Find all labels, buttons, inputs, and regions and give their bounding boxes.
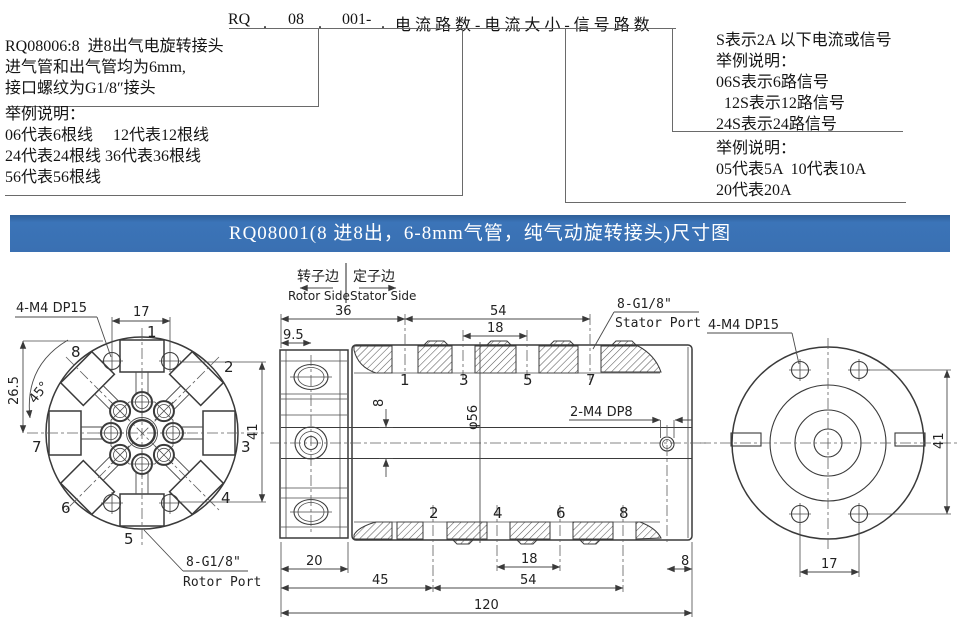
current-examples-block: 举例说明： 05代表5A 10代表10A 20代表20A (716, 138, 866, 201)
title-banner: RQ08001(8 进8出，6-8mm气管，纯气动旋转接头)尺寸图 (10, 215, 950, 252)
formula-dot-2: . (318, 15, 322, 32)
rotor-port-number: 1 (147, 323, 157, 341)
formula-fields: 电流路数-电流大小-信号路数 (395, 17, 654, 34)
note-line: 24代表24根线 36代表36根线 (5, 148, 202, 165)
side-port-number: 3 (459, 371, 469, 389)
side-port-number: 7 (586, 371, 596, 389)
note-line: 24S表示24路信号 (716, 116, 837, 133)
dim-45: 45 (372, 573, 389, 588)
stator-bolt-holes (789, 359, 870, 525)
formula-series-code: 001- (342, 11, 372, 28)
dim-8-right: 8 (681, 554, 689, 569)
inlet-note-block: RQ08006:8 进8出气电旋转接头 进气管和出气管均为6mm, 接口螺纹为G… (5, 36, 224, 99)
formula-dot-1: . (263, 15, 267, 32)
leader-current-h (565, 202, 906, 203)
rotor-port-number: 3 (241, 438, 251, 456)
formula-size-code: 08 (288, 11, 304, 28)
note-line: 56代表56根线 (5, 169, 102, 186)
rotor-bolt-holes (101, 350, 181, 514)
dim-45deg: 45° (26, 379, 52, 406)
dim-41-right: 41 (932, 432, 947, 449)
note-line: 12S表示12路信号 (716, 95, 845, 112)
note-line: 接口螺纹为G1/8″接头 (5, 80, 156, 97)
side-view: 1 3 5 7 2 4 6 8 φ56 8 (270, 263, 706, 617)
note-line: S表示2A 以下电流或信号 (716, 32, 892, 49)
dim-phi56: φ56 (466, 405, 481, 430)
rotor-port-number: 8 (71, 343, 81, 361)
dim-17-left: 17 (133, 305, 150, 320)
rotor-side-en: Rotor Side (288, 289, 350, 303)
stator-port-label: Stator Port (615, 316, 701, 331)
rotor-port-number: 7 (32, 438, 42, 456)
dim-bore-8: 8 (372, 399, 387, 407)
thread-note-left: 4-M4 DP15 (16, 301, 87, 316)
rotor-port-label: Rotor Port (183, 575, 261, 590)
air-passage-holes (98, 389, 186, 477)
wire-examples-block: 举例说明： 06代表6根线 12代表12根线 24代表24根线 36代表36根线… (5, 104, 209, 188)
formula-underline (229, 28, 676, 29)
signal-examples-block: S表示2A 以下电流或信号 举例说明： 06S表示6路信号 12S表示12路信号… (716, 30, 892, 135)
rotor-port-number: 2 (224, 358, 234, 376)
leader-size-h (8, 106, 319, 107)
dim-18-bottom: 18 (521, 552, 538, 567)
side-port-number: 8 (619, 504, 629, 522)
leader-current (565, 28, 566, 202)
leader-series (462, 28, 463, 195)
formula-prefix: RQ (228, 11, 251, 28)
dim-41-left: 41 (246, 423, 261, 440)
stator-face-view: 4-M4 DP15 41 17 (700, 318, 958, 577)
side-port-number: 6 (556, 504, 566, 522)
stator-port-thread: 8-G1/8" (617, 297, 672, 312)
side-port-number: 2 (429, 504, 439, 522)
rotor-side-cn: 转子边 (297, 269, 339, 285)
thread-note-right: 4-M4 DP15 (708, 318, 779, 333)
stator-side-cn: 定子边 (353, 269, 395, 285)
side-port-number: 1 (400, 371, 410, 389)
formula-dot-3: . (381, 15, 385, 32)
note-line: 举例说明： (5, 106, 86, 123)
dimension-drawing: 17 4-M4 DP15 26.5 45° 41 1 2 3 4 5 (7, 263, 958, 617)
leader-signal-h (672, 131, 903, 132)
dim-54-bottom: 54 (520, 573, 537, 588)
leader-series-h (5, 195, 463, 196)
side-port-number: 5 (523, 371, 533, 389)
note-line: 举例说明： (716, 140, 797, 157)
dim-120: 120 (474, 598, 499, 613)
dim-54-top: 54 (490, 304, 507, 319)
rotor-port-number: 5 (124, 530, 134, 548)
stator-side-en: Stator Side (350, 289, 416, 303)
dim-26-5: 26.5 (7, 376, 22, 405)
rotor-port-number: 6 (61, 499, 71, 517)
rotor-port-thread: 8-G1/8" (186, 555, 241, 570)
note-line: RQ08006:8 进8出气电旋转接头 (5, 38, 224, 55)
note-line: 06S表示6路信号 (716, 74, 829, 91)
leader-size (318, 28, 319, 106)
dim-36: 36 (335, 304, 352, 319)
note-line: 进气管和出气管均为6mm, (5, 59, 186, 76)
note-line: 06代表6根线 12代表12根线 (5, 127, 210, 144)
note-line: 举例说明： (716, 53, 797, 70)
dim-9-5: 9.5 (283, 328, 304, 343)
note-line: 20代表20A (716, 182, 792, 199)
dim-2-m4-dp8: 2-M4 DP8 (570, 405, 633, 420)
dim-20: 20 (306, 554, 323, 569)
rotor-face-view: 17 4-M4 DP15 26.5 45° 41 1 2 3 4 5 (7, 301, 266, 590)
note-line: 05代表5A 10代表10A (716, 161, 867, 178)
side-port-number: 4 (493, 504, 503, 522)
rotor-port-number: 4 (221, 489, 231, 507)
leader-signal (672, 28, 673, 131)
dim-17-right: 17 (821, 557, 838, 572)
dim-18-top: 18 (487, 321, 504, 336)
